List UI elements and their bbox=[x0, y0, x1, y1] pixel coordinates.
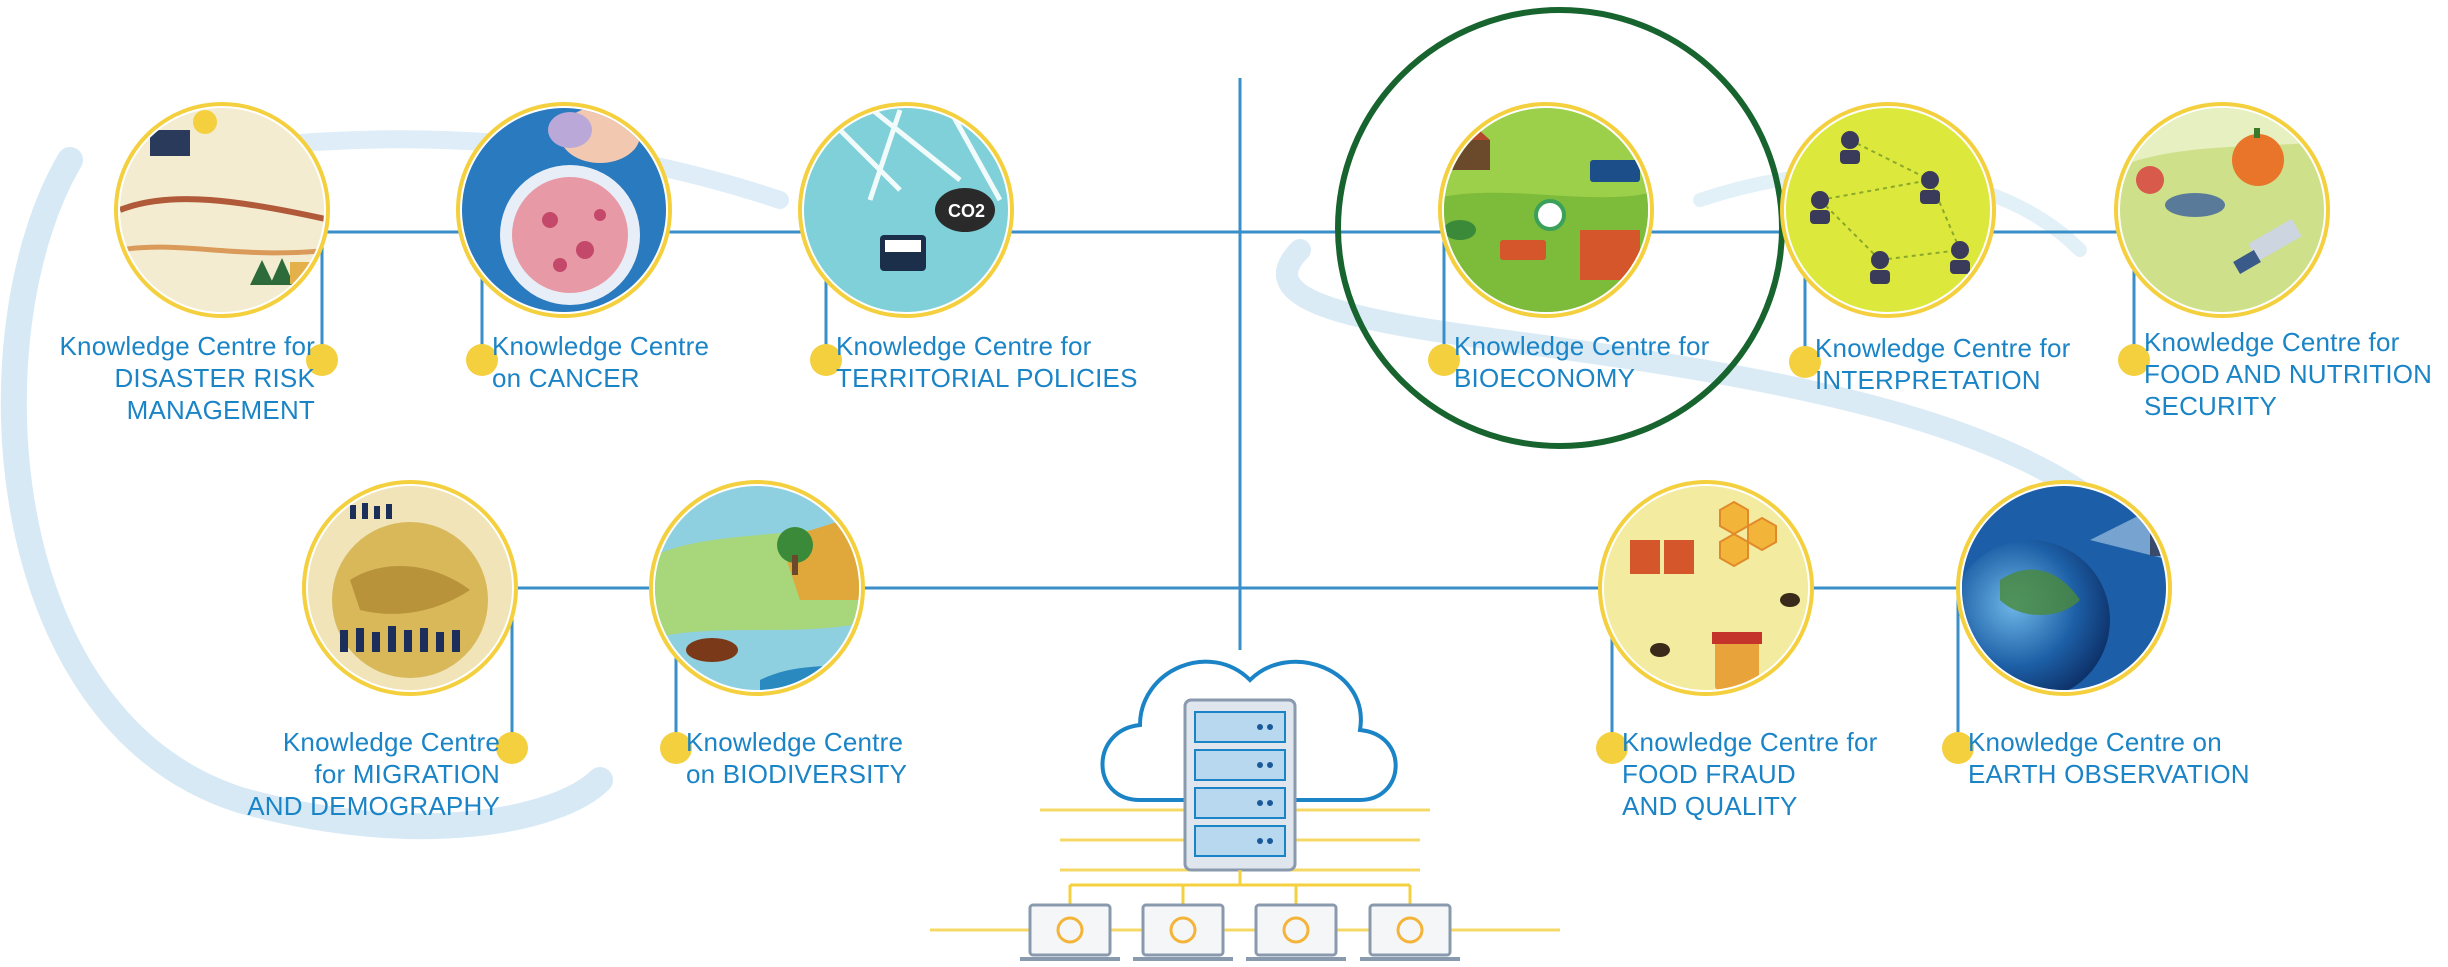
territorial-dot bbox=[810, 344, 842, 376]
cancer-dot bbox=[466, 344, 498, 376]
label-interpretation: Knowledge Centre for INTERPRETATION bbox=[1815, 332, 2070, 396]
territorial-circle[interactable]: CO2 bbox=[790, 100, 1020, 330]
food-security-circle[interactable] bbox=[2110, 100, 2340, 330]
disaster-risk-circle[interactable] bbox=[110, 100, 340, 330]
label-line: SECURITY bbox=[2144, 391, 2278, 421]
label-line: BIOECONOMY bbox=[1454, 363, 1636, 393]
label-line: Knowledge Centre for bbox=[836, 331, 1092, 361]
label-line: on CANCER bbox=[492, 363, 640, 393]
cloud-server-network-icon bbox=[930, 659, 1560, 961]
svg-text:CO2: CO2 bbox=[948, 201, 985, 221]
label-migration: Knowledge Centre for MIGRATION AND DEMOG… bbox=[230, 726, 500, 822]
label-line: Knowledge Centre bbox=[492, 331, 710, 361]
label-line: INTERPRETATION bbox=[1815, 365, 2041, 395]
label-line: FOOD FRAUD bbox=[1622, 759, 1796, 789]
label-line: Knowledge Centre for bbox=[1454, 331, 1710, 361]
migration-dot bbox=[496, 732, 528, 764]
label-disaster: Knowledge Centre for DISASTER RISK MANAG… bbox=[40, 330, 315, 426]
label-line: TERRITORIAL POLICIES bbox=[836, 363, 1138, 393]
food-security-dot bbox=[2118, 344, 2150, 376]
biodiversity-dot bbox=[660, 732, 692, 764]
label-earth-observation: Knowledge Centre on EARTH OBSERVATION bbox=[1968, 726, 2250, 790]
cancer-circle[interactable] bbox=[450, 100, 680, 330]
label-line: AND DEMOGRAPHY bbox=[247, 791, 500, 821]
food-fraud-dot bbox=[1596, 732, 1628, 764]
label-line: Knowledge Centre for bbox=[59, 331, 315, 361]
label-line: FOOD AND NUTRITION bbox=[2144, 359, 2433, 389]
label-food-security: Knowledge Centre for FOOD AND NUTRITION … bbox=[2144, 326, 2432, 422]
label-line: Knowledge Centre bbox=[686, 727, 904, 757]
earth-observation-dot bbox=[1942, 732, 1974, 764]
label-line: AND QUALITY bbox=[1622, 791, 1798, 821]
bioeconomy-dot bbox=[1428, 344, 1460, 376]
label-line: MANAGEMENT bbox=[126, 395, 315, 425]
label-biodiversity: Knowledge Centre on BIODIVERSITY bbox=[686, 726, 907, 790]
bioeconomy-circle[interactable] bbox=[1430, 100, 1660, 330]
label-line: on BIODIVERSITY bbox=[686, 759, 908, 789]
biodiversity-circle[interactable] bbox=[645, 480, 875, 710]
label-line: Knowledge Centre for bbox=[1815, 333, 2071, 363]
label-food-fraud: Knowledge Centre for FOOD FRAUD AND QUAL… bbox=[1622, 726, 1877, 822]
label-line: DISASTER RISK bbox=[114, 363, 315, 393]
label-line: Knowledge Centre for bbox=[2144, 327, 2400, 357]
interpretation-dot bbox=[1789, 346, 1821, 378]
label-territorial: Knowledge Centre for TERRITORIAL POLICIE… bbox=[836, 330, 1138, 394]
label-bioeconomy: Knowledge Centre for BIOECONOMY bbox=[1454, 330, 1709, 394]
label-cancer: Knowledge Centre on CANCER bbox=[492, 330, 709, 394]
interpretation-circle[interactable] bbox=[1770, 100, 2000, 330]
label-line: Knowledge Centre for bbox=[1622, 727, 1878, 757]
disaster-dot bbox=[306, 344, 338, 376]
migration-circle[interactable] bbox=[300, 480, 530, 710]
food-fraud-circle[interactable] bbox=[1595, 480, 1825, 710]
earth-observation-circle[interactable] bbox=[1950, 480, 2185, 710]
label-line: for MIGRATION bbox=[314, 759, 500, 789]
label-line: Knowledge Centre on bbox=[1968, 727, 2222, 757]
label-line: Knowledge Centre bbox=[282, 727, 500, 757]
label-line: EARTH OBSERVATION bbox=[1968, 759, 2250, 789]
